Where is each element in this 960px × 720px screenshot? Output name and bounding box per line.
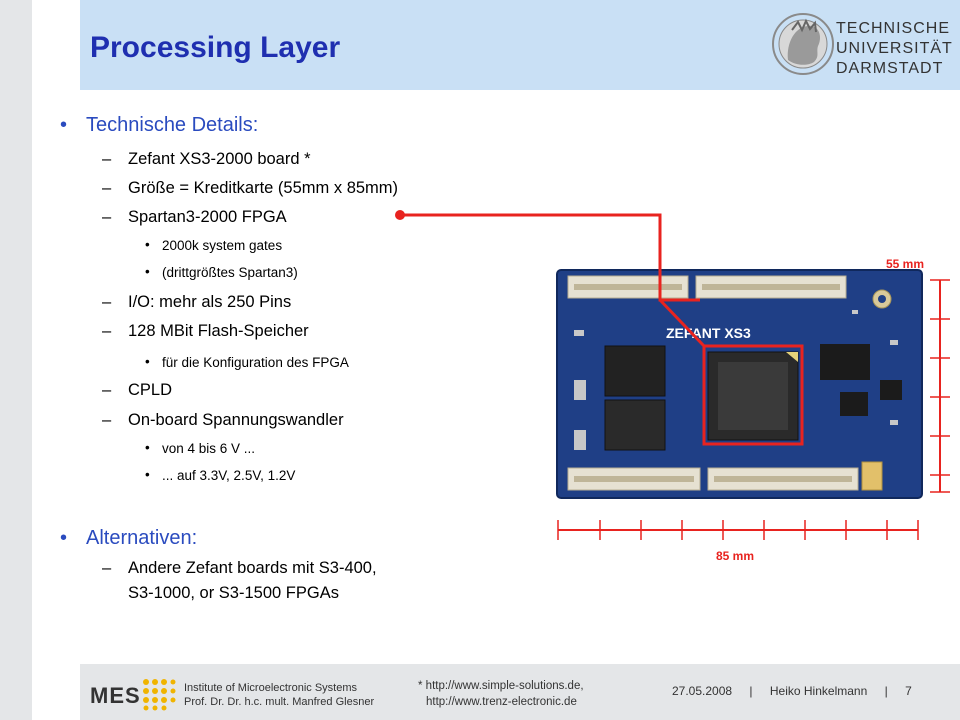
- sub-list-item: • ... auf 3.3V, 2.5V, 1.2V: [145, 467, 296, 483]
- list-item: –I/O: mehr als 250 Pins: [102, 293, 292, 312]
- bullet-icon: •: [145, 467, 150, 482]
- section-alternatives: • Alternativen:: [60, 527, 198, 550]
- width-label: 85 mm: [716, 549, 755, 563]
- dash-icon: –: [102, 293, 112, 311]
- date: 27.05.2008: [672, 684, 733, 698]
- section-heading: Alternativen:: [86, 527, 198, 549]
- item-text: Größe = Kreditkarte (55mm x 85mm): [128, 179, 399, 197]
- dash-icon: –: [102, 381, 112, 399]
- dash-icon: –: [102, 208, 112, 226]
- bullet-icon: •: [145, 440, 150, 455]
- bullet-icon: •: [60, 527, 68, 549]
- height-label: 55 mm: [886, 257, 925, 271]
- dash-icon: –: [102, 150, 112, 168]
- item-text: Zefant XS3-2000 board *: [128, 150, 311, 168]
- university-name: TECHNISCHE UNIVERSITÄT DARMSTADT: [836, 19, 953, 79]
- section-technical-details: • Technische Details:: [60, 114, 259, 137]
- left-band: [0, 0, 32, 720]
- item-text: für die Konfiguration des FPGA: [162, 355, 349, 370]
- list-item: –CPLD: [102, 381, 173, 400]
- footer-band: [80, 664, 960, 720]
- list-item: –Größe = Kreditkarte (55mm x 85mm): [102, 179, 399, 198]
- section-heading: Technische Details:: [86, 114, 259, 136]
- dash-icon: –: [102, 411, 112, 429]
- university-line: TECHNISCHE: [836, 20, 951, 37]
- item-text: 2000k system gates: [162, 238, 283, 253]
- url-line: * http://www.simple-solutions.de,: [418, 680, 584, 692]
- sub-list-item: • für die Konfiguration des FPGA: [145, 354, 349, 370]
- item-text: CPLD: [128, 381, 173, 399]
- separator: |: [884, 684, 888, 698]
- fpga-highlight: [702, 344, 804, 446]
- item-text: Andere Zefant boards mit S3-400,: [128, 559, 377, 577]
- sub-list-item: • von 4 bis 6 V ...: [145, 440, 256, 456]
- item-text: (drittgrößtes Spartan3): [162, 265, 298, 280]
- author: Heiko Hinkelmann: [769, 684, 868, 698]
- list-item: –Spartan3-2000 FPGA: [102, 208, 287, 227]
- item-text: von 4 bis 6 V ...: [162, 441, 256, 456]
- mes-dots-icon: [143, 679, 176, 711]
- footer-meta: 27.05.2008 | Heiko Hinkelmann | 7: [672, 684, 926, 698]
- bullet-icon: •: [145, 237, 150, 252]
- list-item: –128 MBit Flash-Speicher: [102, 322, 309, 341]
- bullet-icon: •: [60, 114, 68, 136]
- sub-list-item: • 2000k system gates: [145, 237, 283, 253]
- sub-list-item: • (drittgrößtes Spartan3): [145, 264, 298, 280]
- list-item: –Zefant XS3-2000 board *: [102, 150, 311, 169]
- footnote-urls: * http://www.simple-solutions.de, http:/…: [418, 678, 584, 710]
- bullet-icon: •: [145, 264, 150, 279]
- bullet-icon: •: [145, 354, 150, 369]
- separator: |: [749, 684, 753, 698]
- institute-name: Institute of Microelectronic Systems: [184, 682, 358, 694]
- mes-logo: MES: [90, 683, 141, 708]
- university-line: UNIVERSITÄT: [836, 40, 953, 57]
- board-label: ZEFANT XS3: [666, 325, 751, 341]
- url-line: http://www.trenz-electronic.de: [426, 696, 577, 708]
- athena-logo-icon: [772, 13, 834, 75]
- item-text: Spartan3-2000 FPGA: [128, 208, 287, 226]
- dash-icon: –: [102, 559, 112, 577]
- university-line: DARMSTADT: [836, 60, 944, 77]
- list-item-continuation: S3-1000, or S3-1500 FPGAs: [128, 584, 339, 603]
- item-text: 128 MBit Flash-Speicher: [128, 322, 309, 340]
- professor-name: Prof. Dr. Dr. h.c. mult. Manfred Glesner: [184, 696, 375, 708]
- list-item: –On-board Spannungswandler: [102, 411, 344, 430]
- item-text: ... auf 3.3V, 2.5V, 1.2V: [162, 468, 296, 483]
- list-item: –Andere Zefant boards mit S3-400,: [102, 559, 377, 578]
- page-number: 7: [905, 684, 912, 698]
- dash-icon: –: [102, 322, 112, 340]
- item-text: I/O: mehr als 250 Pins: [128, 293, 292, 311]
- item-text: On-board Spannungswandler: [128, 411, 344, 429]
- slide-title: Processing Layer: [90, 31, 341, 64]
- item-text: S3-1000, or S3-1500 FPGAs: [128, 584, 339, 602]
- institute-info: Institute of Microelectronic Systems Pro…: [184, 681, 374, 709]
- dash-icon: –: [102, 179, 112, 197]
